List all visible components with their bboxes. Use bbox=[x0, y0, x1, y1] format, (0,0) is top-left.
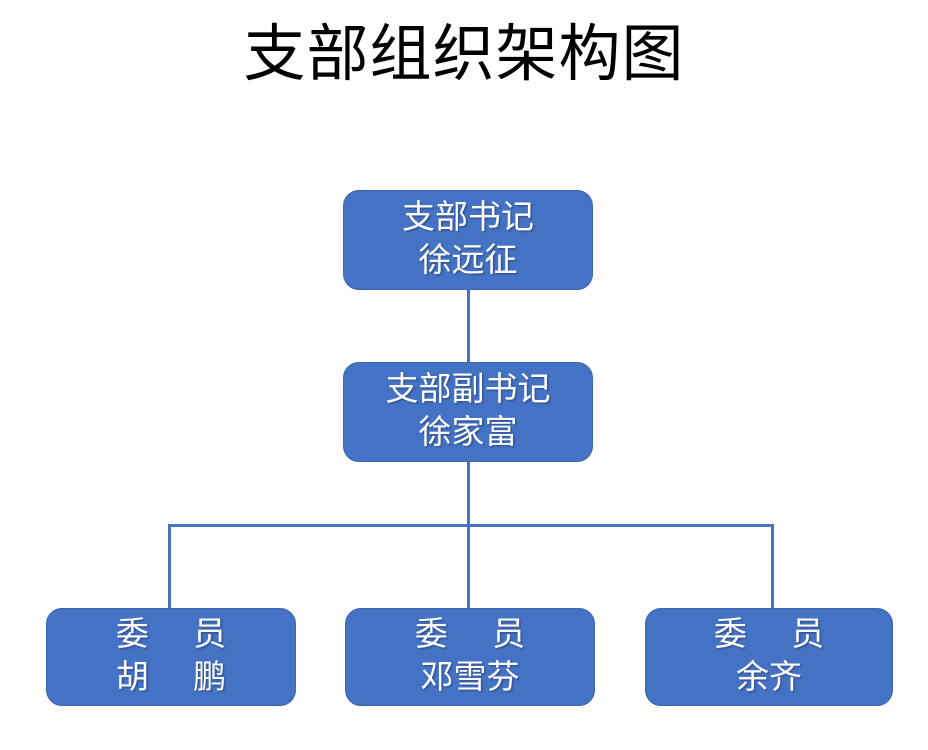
node-member-3-name: 余齐 bbox=[736, 660, 802, 696]
node-member-2-name: 邓雪芬 bbox=[420, 660, 520, 696]
node-member-1[interactable]: 委 员 胡 鹏 bbox=[46, 608, 296, 706]
page-title: 支部组织架构图 bbox=[243, 21, 685, 89]
connector-drop-member-1 bbox=[168, 524, 171, 609]
node-secretary[interactable]: 支部书记 徐远征 bbox=[343, 190, 593, 290]
node-secretary-name: 徐远征 bbox=[418, 243, 518, 279]
connector-drop-member-3 bbox=[771, 524, 774, 609]
node-member-1-role: 委 员 bbox=[115, 617, 245, 653]
node-deputy-secretary[interactable]: 支部副书记 徐家富 bbox=[343, 362, 593, 462]
connector-deputy-stem bbox=[467, 462, 470, 526]
node-secretary-role: 支部书记 bbox=[402, 200, 534, 236]
node-member-3-role: 委 员 bbox=[713, 617, 843, 653]
connector-drop-member-2 bbox=[467, 524, 470, 609]
node-member-1-name: 胡 鹏 bbox=[115, 660, 245, 696]
node-member-2[interactable]: 委 员 邓雪芬 bbox=[345, 608, 595, 706]
node-member-3[interactable]: 委 员 余齐 bbox=[645, 608, 893, 706]
node-deputy-secretary-name: 徐家富 bbox=[418, 415, 518, 451]
node-deputy-secretary-role: 支部副书记 bbox=[385, 372, 551, 408]
node-member-2-role: 委 员 bbox=[414, 617, 544, 653]
connector-secretary-to-deputy bbox=[467, 290, 470, 363]
connector-horizontal-bus bbox=[168, 524, 774, 527]
